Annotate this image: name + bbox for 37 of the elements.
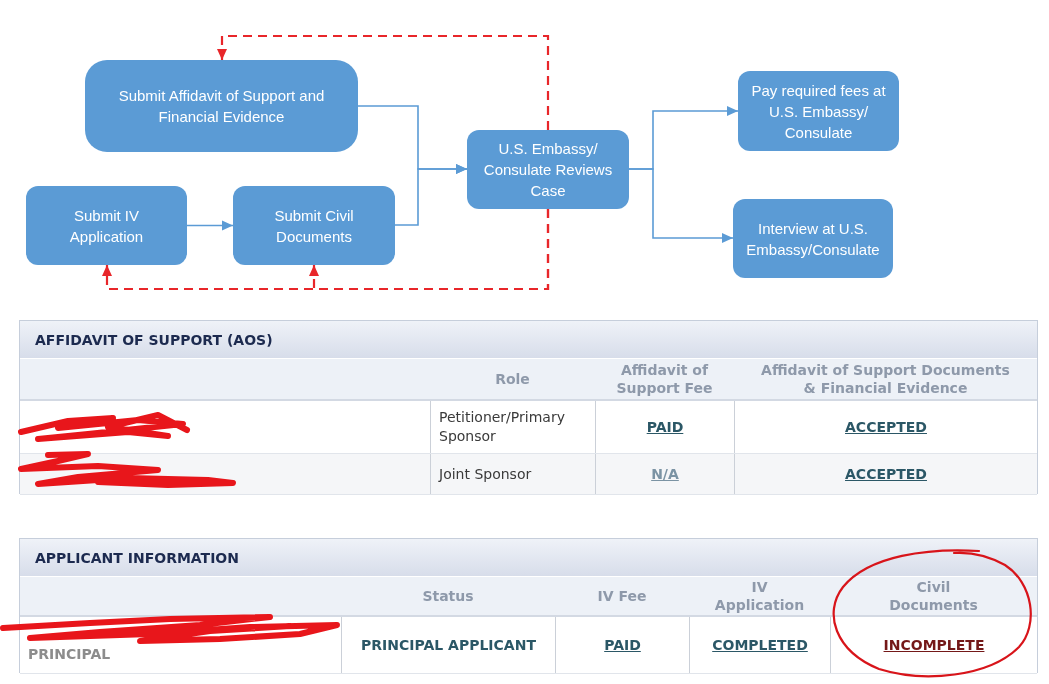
table-cell: Joint Sponsor [439,464,532,484]
cell-link: ACCEPTED [845,417,927,437]
node-text: Submit Civil Documents [273,205,355,247]
node-text: Submit Affidavit of Support and Financial Evidence [117,86,326,127]
process-box [738,71,899,151]
arrow [628,168,734,243]
table-cell-text: Petitioner/Primary Sponsor [439,408,566,446]
dashed-arrow [217,34,550,130]
column-header: IV Fee [597,587,647,605]
arrow [394,164,468,226]
cell-link: INCOMPLETE [883,635,985,655]
table-title: AFFIDAVIT OF SUPPORT (AOS) [35,331,273,348]
column-header: Role [495,370,530,388]
table-cell: PRINCIPAL APPLICANT [361,635,536,655]
process-box [733,199,893,278]
cell-link: ACCEPTED [845,464,927,484]
column-header: Affidavit of Support Documents & Financial Evidence [760,361,1011,397]
column-header: Status [422,587,474,605]
node-text: U.S. Embassy/ Consulate Reviews Case [482,139,614,201]
cell-link: PAID [646,417,684,437]
table-title: APPLICANT INFORMATION [35,549,239,566]
node-text: Interview at U.S. Embassy/Consulate [745,218,881,260]
node-text: Pay required fees at U.S. Embassy/ Consulate [750,80,887,143]
cell-link: COMPLETED [712,635,808,655]
arrow [186,220,234,231]
process-box [85,60,358,152]
column-header: IV Application [713,578,806,614]
dashed-arrow [309,209,550,291]
process-box [467,130,629,209]
node-text: Submit IV Application [68,205,145,247]
column-header: Affidavit of Support Fee [615,361,714,397]
process-box [233,186,395,265]
column-header: Civil Documents [888,578,979,614]
process-box [26,186,187,265]
cell-link: PAID [604,635,641,655]
table-cell: PRINCIPAL [28,645,111,664]
cell-link: N/A [651,464,679,484]
